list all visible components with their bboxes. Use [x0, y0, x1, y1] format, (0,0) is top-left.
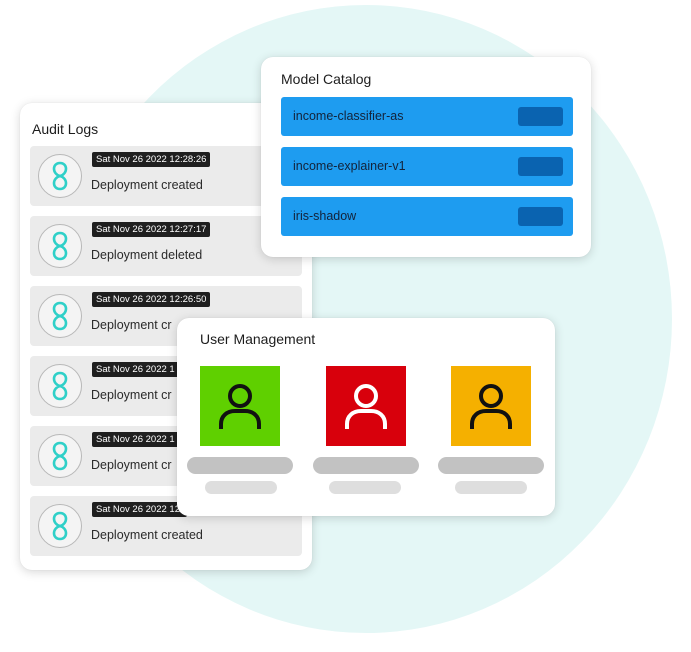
model-action-button[interactable] — [518, 157, 563, 176]
user-role-placeholder — [455, 481, 527, 494]
log-event: Deployment cr — [91, 318, 172, 332]
log-timestamp: Sat Nov 26 2022 12:26:50 — [92, 292, 211, 307]
user-icon — [219, 384, 261, 429]
log-event: Deployment created — [91, 178, 203, 192]
logo-icon — [38, 154, 82, 198]
user-name-placeholder — [313, 457, 419, 474]
logo-icon — [38, 224, 82, 268]
user-tile[interactable] — [200, 366, 280, 446]
logo-icon — [38, 364, 82, 408]
logo-icon — [38, 504, 82, 548]
user-management-title: User Management — [200, 331, 316, 347]
log-timestamp: Sat Nov 26 2022 12:28:26 — [92, 152, 211, 167]
user-icon — [470, 384, 512, 429]
log-timestamp: Sat Nov 26 2022 1 — [92, 362, 179, 377]
log-timestamp: Sat Nov 26 2022 12:27:17 — [92, 222, 211, 237]
model-row[interactable]: income-explainer-v1 — [281, 147, 573, 186]
log-event: Deployment cr — [91, 458, 172, 472]
model-row[interactable]: income-classifier-as — [281, 97, 573, 136]
model-catalog-title: Model Catalog — [281, 71, 372, 87]
log-timestamp: Sat Nov 26 2022 1 — [92, 432, 179, 447]
user-role-placeholder — [205, 481, 277, 494]
user-icon — [345, 384, 387, 429]
user-tile[interactable] — [326, 366, 406, 446]
logo-icon — [38, 434, 82, 478]
log-event: Deployment created — [91, 528, 203, 542]
log-event: Deployment cr — [91, 388, 172, 402]
log-timestamp: Sat Nov 26 2022 12: — [92, 502, 187, 517]
model-action-button[interactable] — [518, 207, 563, 226]
model-name: income-explainer-v1 — [293, 159, 406, 173]
model-catalog-panel: Model Catalog income-classifier-as incom… — [261, 57, 591, 257]
model-row[interactable]: iris-shadow — [281, 197, 573, 236]
user-role-placeholder — [329, 481, 401, 494]
user-tile[interactable] — [451, 366, 531, 446]
log-event: Deployment deleted — [91, 248, 203, 262]
log-item[interactable]: Sat Nov 26 2022 12:28:26 Deployment crea… — [30, 146, 302, 206]
model-name: iris-shadow — [293, 209, 357, 223]
model-name: income-classifier-as — [293, 109, 404, 123]
user-management-panel: User Management — [177, 318, 555, 516]
log-item[interactable]: Sat Nov 26 2022 12:27:17 Deployment dele… — [30, 216, 302, 276]
audit-logs-title: Audit Logs — [32, 121, 99, 137]
user-name-placeholder — [187, 457, 293, 474]
model-action-button[interactable] — [518, 107, 563, 126]
logo-icon — [38, 294, 82, 338]
user-name-placeholder — [438, 457, 544, 474]
